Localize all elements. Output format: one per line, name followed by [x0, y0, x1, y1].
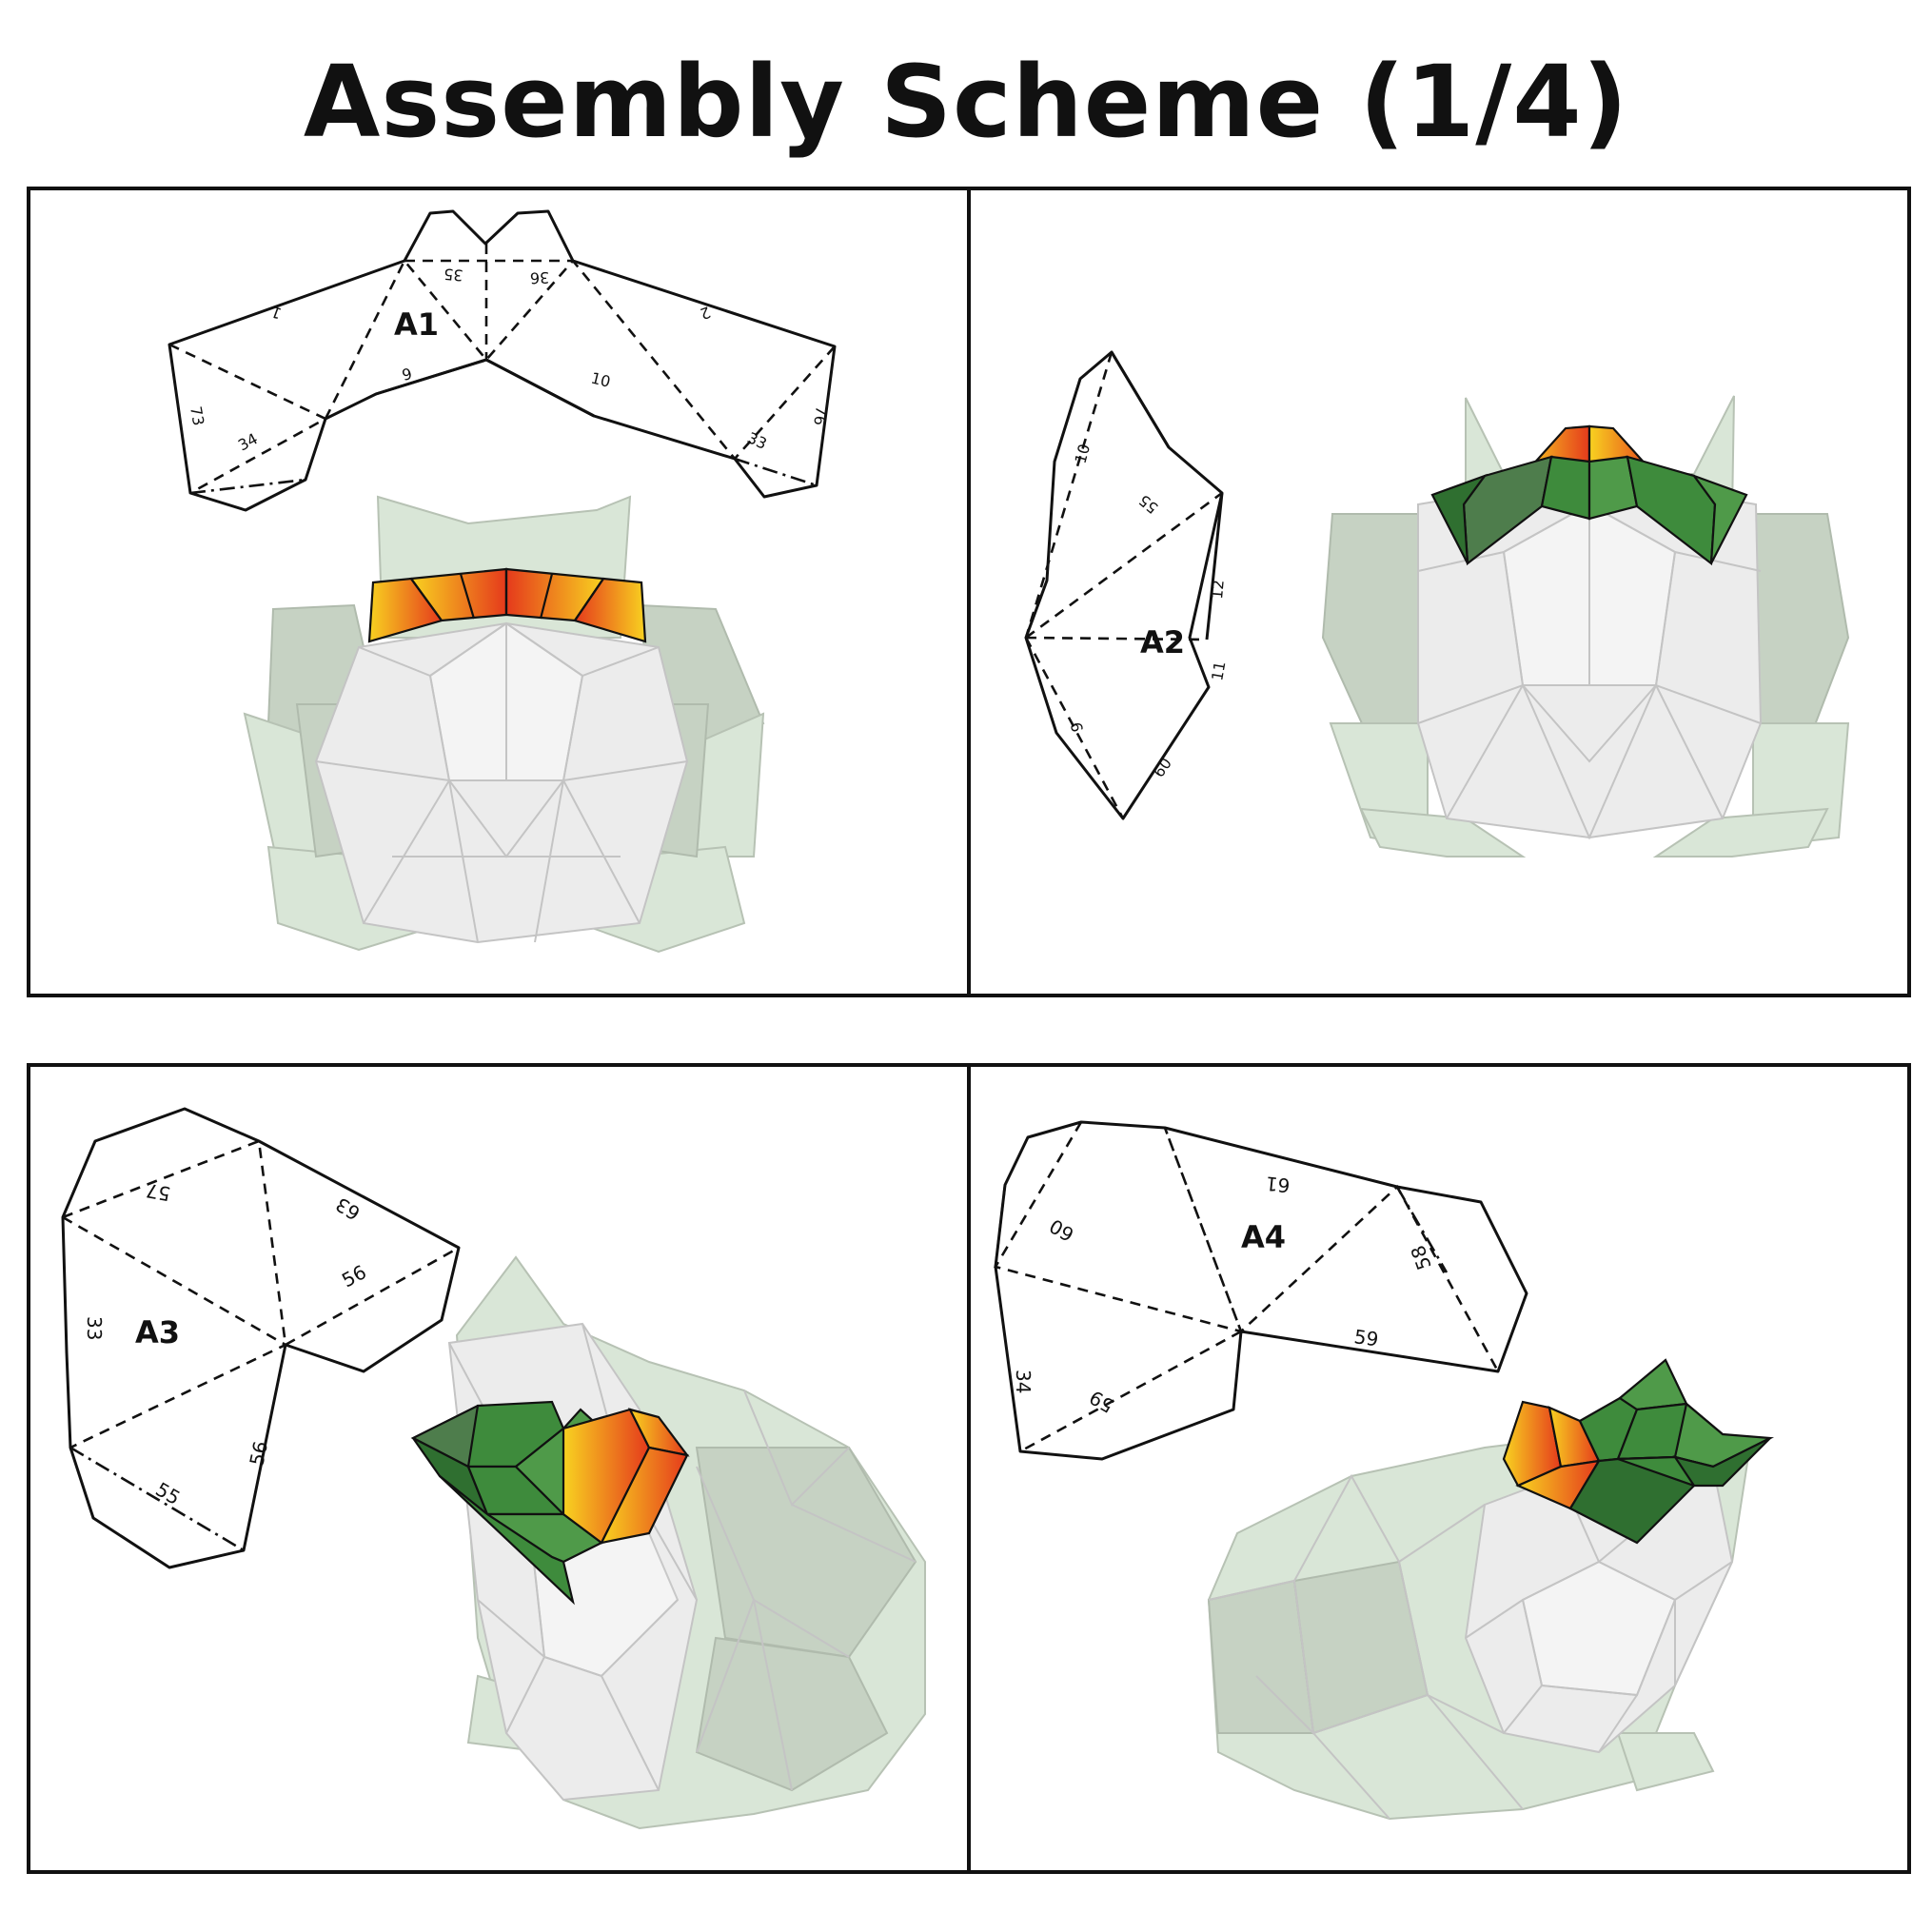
frog-side-view: [413, 1257, 925, 1828]
edge-num: 55: [152, 1478, 185, 1510]
edge-num: 34: [1012, 1370, 1035, 1393]
edge-num: 76: [810, 404, 831, 426]
edge-num: 60: [1150, 755, 1175, 781]
frog-front-view: [245, 497, 763, 952]
edge-num: 73: [187, 404, 207, 426]
edge-num: 36: [530, 268, 550, 287]
edge-num: 60: [1045, 1214, 1077, 1247]
edge-num: 34: [235, 429, 261, 454]
edge-num: 9: [400, 365, 413, 384]
part-label-a4: A4: [1241, 1219, 1286, 1255]
edge-num: 1: [268, 303, 284, 323]
frog-front-view: [1323, 396, 1848, 857]
part-label-a2: A2: [1140, 624, 1185, 660]
panel-a2: 10 55 12 11 9 60 A2: [967, 187, 1911, 997]
edge-num: 12: [1208, 579, 1228, 600]
part-label-a3: A3: [135, 1314, 180, 1350]
edge-num: 55: [1135, 491, 1162, 518]
edge-num: 56: [245, 1439, 272, 1468]
panel-a4-drawing: 60 61 58 59 34 59 A4: [971, 1067, 1911, 1874]
edge-num: 57: [145, 1179, 172, 1206]
net-a1: [169, 211, 835, 510]
part-label-a1: A1: [394, 306, 439, 343]
panel-a2-drawing: 10 55 12 11 9 60 A2: [971, 190, 1911, 997]
edge-num: 10: [589, 368, 612, 390]
edge-num: 33: [83, 1316, 106, 1340]
panel-a4: 60 61 58 59 34 59 A4: [967, 1063, 1911, 1874]
frog-side-view: [1209, 1360, 1770, 1819]
panel-a3-drawing: 57 63 56 33 56 55 A3: [30, 1067, 971, 1874]
net-a4: [996, 1122, 1527, 1459]
panel-a3: 57 63 56 33 56 55 A3: [27, 1063, 971, 1874]
panel-a1-drawing: 1 35 36 2 9 10 73 34 33 76 A1: [30, 190, 971, 997]
panel-a1: 1 35 36 2 9 10 73 34 33 76 A1: [27, 187, 971, 997]
edge-num: 63: [331, 1193, 364, 1225]
edge-num: 33: [744, 428, 769, 453]
net-a2: [1026, 352, 1222, 818]
net-a3: [63, 1109, 459, 1567]
page-title: Assembly Scheme (1/4): [0, 52, 1932, 151]
edge-num: 59: [1352, 1325, 1380, 1350]
edge-num: 56: [338, 1260, 370, 1291]
edge-num: 10: [1072, 442, 1094, 465]
edge-num: 61: [1265, 1172, 1291, 1197]
edge-num: 35: [443, 265, 463, 285]
edge-num: 11: [1208, 660, 1229, 681]
